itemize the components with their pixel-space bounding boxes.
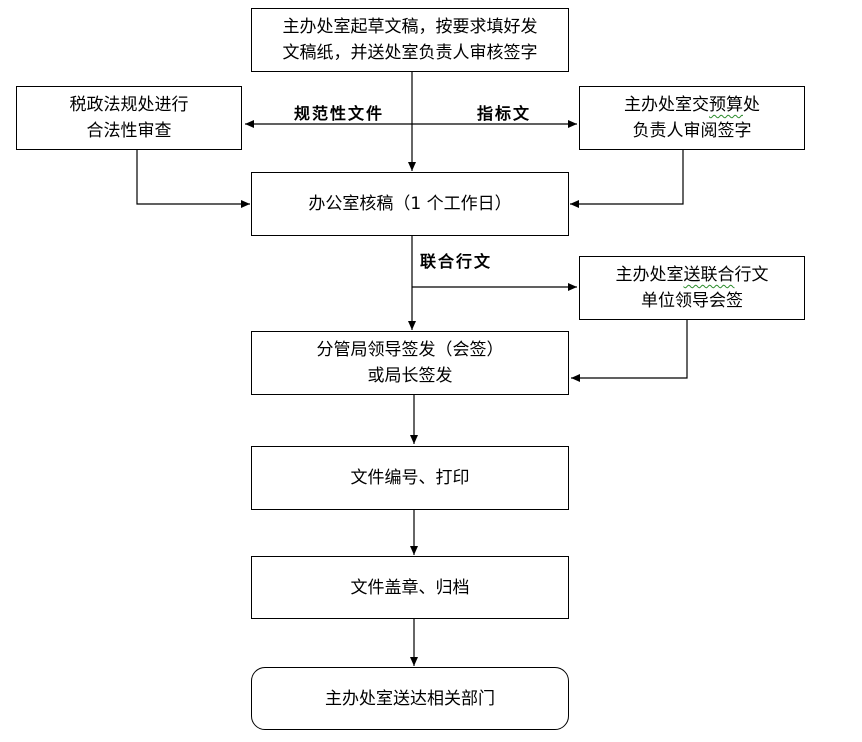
node-office-check-text: 办公室核稿（1 个工作日） [308, 194, 512, 214]
node-leader-sign: 分管局领导签发（会签） 或局长签发 [251, 331, 569, 395]
node-leader-sign-text: 分管局领导签发（会签） 或局长签发 [316, 340, 504, 386]
arrow-joint-to-leader [571, 320, 688, 382]
node-sealing-text: 文件盖章、归档 [350, 577, 470, 598]
budget-review-prefix: 主办处室交 [624, 95, 709, 115]
node-office-check: 办公室核稿（1 个工作日） [251, 172, 569, 236]
node-budget-review-text: 主办处室交预算处 负责人审阅签字 [624, 92, 760, 144]
node-draft-text: 主办处室起草文稿，按要求填好发 文稿纸，并送处室负责人审核签字 [282, 17, 538, 63]
arrow-budget-to-office [570, 150, 684, 208]
node-joint-sign: 主办处室送联合行文 单位领导会签 [579, 256, 805, 320]
edge-label-normative: 规范性文件 [294, 104, 385, 123]
arrow-legal-to-office [136, 150, 250, 208]
node-sealing: 文件盖章、归档 [251, 556, 569, 619]
budget-review-marked: 预算 [709, 95, 743, 115]
node-delivery: 主办处室送达相关部门 [251, 667, 569, 730]
node-legal-review-text: 税政法规处进行 合法性审查 [69, 95, 189, 141]
joint-sign-marked: 送联合 [683, 265, 735, 285]
node-draft: 主办处室起草文稿，按要求填好发 文稿纸，并送处室负责人审核签字 [251, 8, 569, 72]
budget-review-suffix: 处 负责人审阅签字 [632, 95, 761, 141]
joint-sign-suffix: 行文 单位领导会签 [641, 265, 769, 311]
node-numbering-text: 文件编号、打印 [350, 468, 470, 488]
edge-label-joint: 联合行文 [420, 252, 493, 271]
node-delivery-text: 主办处室送达相关部门 [325, 688, 495, 709]
joint-sign-prefix: 主办处室 [615, 265, 684, 285]
node-budget-review: 主办处室交预算处 负责人审阅签字 [579, 86, 805, 150]
node-legal-review: 税政法规处进行 合法性审查 [16, 86, 242, 150]
node-numbering: 文件编号、打印 [251, 446, 569, 510]
node-joint-sign-text: 主办处室送联合行文 单位领导会签 [616, 262, 769, 314]
edge-label-indicator: 指标文 [477, 104, 532, 123]
